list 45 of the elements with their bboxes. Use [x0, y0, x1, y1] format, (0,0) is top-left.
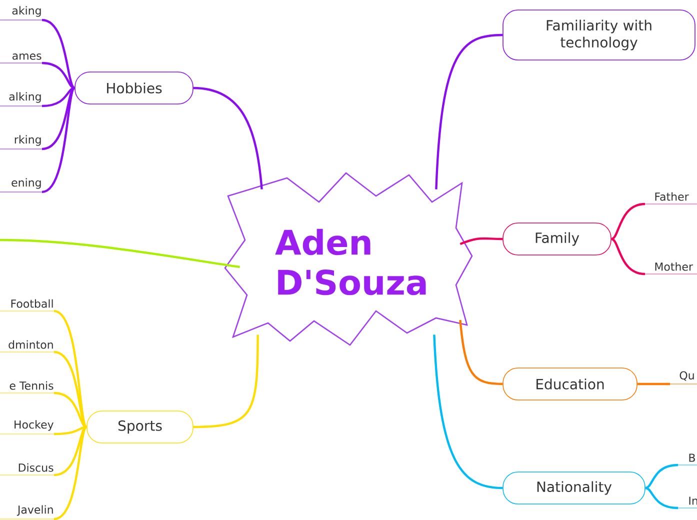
branch-line: [54, 310, 88, 428]
topic-box: Education: [502, 368, 638, 400]
branch-line: [54, 350, 88, 428]
branch-line: [611, 238, 646, 276]
subtopic-label: Father: [644, 192, 697, 204]
topic-box: Family: [502, 222, 612, 256]
branch-line: [645, 486, 678, 510]
subtopic-label: ening: [0, 178, 42, 192]
branch-line: [611, 202, 646, 240]
subtopic-label: dminton: [0, 340, 54, 352]
starburst-topic: Aden D'Souza: [224, 172, 473, 346]
subtopic-label: e Tennis: [0, 381, 54, 394]
subtopic-label: Mother: [644, 262, 697, 274]
subtopic-label: alking: [0, 92, 42, 106]
subtopic-label: In: [678, 496, 697, 508]
branch-line: [42, 62, 75, 90]
branch-line: [42, 18, 76, 89]
branch-line: [193, 86, 263, 190]
branch-line: [645, 464, 678, 490]
branch-line: [637, 382, 670, 386]
branch-line: [42, 87, 76, 150]
branch-line: [54, 392, 87, 428]
subtopic-label: Qu: [670, 371, 697, 384]
subtopic-label: ames: [0, 53, 42, 64]
branch-line: [193, 334, 259, 428]
subtopic-label: Hockey: [0, 420, 54, 434]
subtopic-label: aking: [0, 6, 42, 20]
topic-box: Nationality: [502, 472, 646, 504]
branch-line: [54, 426, 87, 436]
branch-line: [460, 237, 503, 246]
topic-box: Hobbies: [74, 72, 194, 104]
branch-line: [0, 238, 240, 268]
subtopic-label: Javelin: [0, 505, 54, 520]
subtopic-label: B: [678, 454, 697, 466]
branch-line: [433, 334, 503, 490]
subtopic-label: Football: [0, 299, 54, 312]
branch-line: [54, 426, 88, 476]
subtopic-label: rking: [0, 135, 42, 150]
branch-line: [459, 320, 503, 386]
topic-box: Familiarity with technology: [502, 10, 696, 60]
branch-line: [42, 86, 75, 108]
subtopic-label: Discus: [0, 463, 54, 476]
branch-line: [54, 426, 88, 520]
branch-line: [42, 87, 76, 194]
topic-box: Sports: [86, 410, 194, 444]
